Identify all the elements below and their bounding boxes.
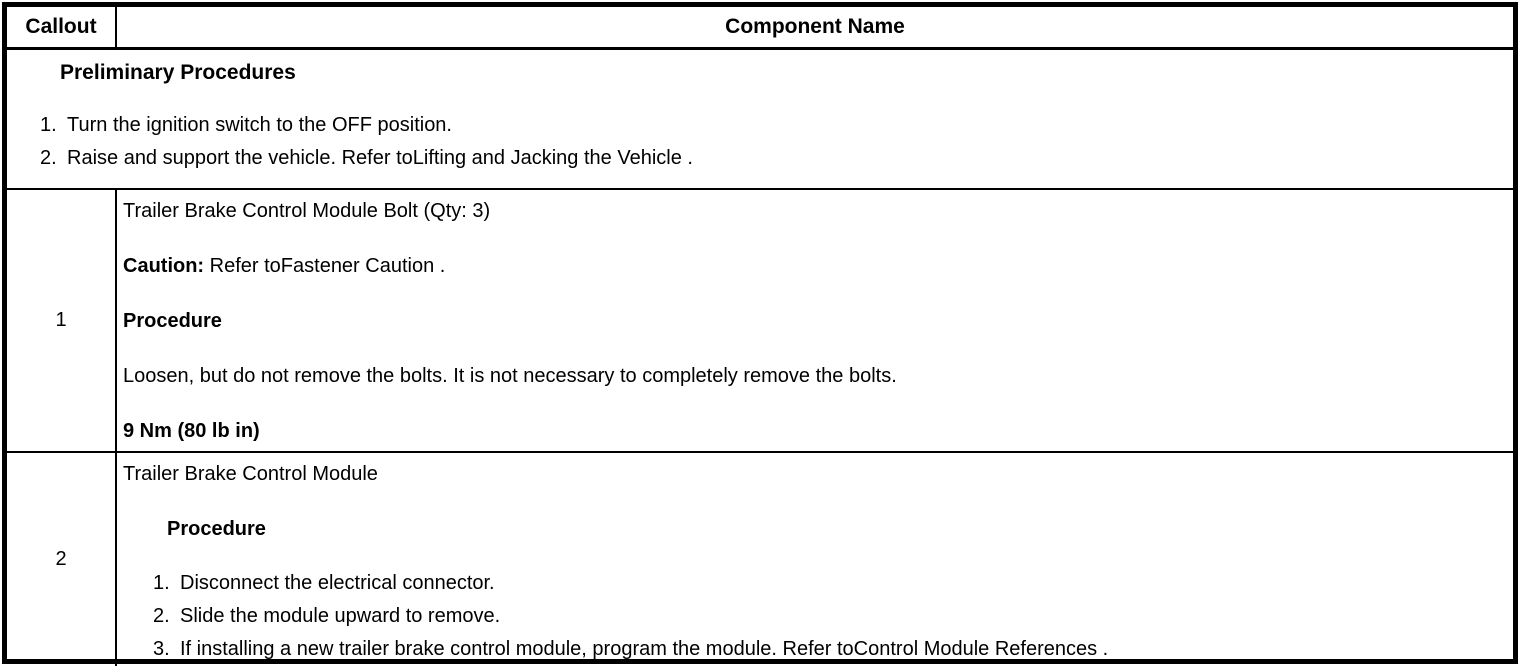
preliminary-step-2: 2. Raise and support the vehicle. Refer … [7, 142, 1513, 175]
step-number: 2. [40, 147, 57, 169]
procedure-step-1: 1. Disconnect the electrical connector. [123, 567, 1503, 600]
caution-label: Caution: [123, 255, 205, 277]
caution-reference-text: Refer toFastener Caution . [204, 255, 446, 277]
component-cell-2: Trailer Brake Control Module Procedure 1… [117, 453, 1513, 666]
preliminary-procedures-row: Preliminary Procedures 1. Turn the ignit… [7, 50, 1513, 190]
step-number: 2. [153, 605, 170, 627]
table-row-callout-2: 2 Trailer Brake Control Module Procedure… [7, 453, 1513, 666]
component-cell-1: Trailer Brake Control Module Bolt (Qty: … [117, 190, 1513, 451]
procedure-heading: Procedure [123, 310, 222, 332]
table-row-callout-1: 1 Trailer Brake Control Module Bolt (Qty… [7, 190, 1513, 453]
step-text: Slide the module upward to remove. [180, 605, 501, 627]
table-header-row: Callout Component Name [7, 7, 1513, 50]
step-text: If installing a new trailer brake contro… [180, 638, 1109, 660]
procedure-heading: Procedure [167, 518, 266, 540]
step-number: 1. [153, 572, 170, 594]
procedure-step-2: 2. Slide the module upward to remove. [123, 600, 1503, 633]
callout-number-1: 1 [7, 190, 117, 451]
step-text: Turn the ignition switch to the OFF posi… [67, 114, 452, 136]
caution-line: Caution: Refer toFastener Caution . [123, 255, 1503, 277]
component-name-text: Trailer Brake Control Module [123, 463, 378, 485]
callout-column-header: Callout [7, 7, 117, 47]
procedure-steps-list: 1. Disconnect the electrical connector. … [123, 567, 1503, 666]
component-name-text: Trailer Brake Control Module Bolt (Qty: … [123, 200, 491, 222]
step-text: Raise and support the vehicle. Refer toL… [67, 147, 693, 169]
preliminary-step-1: 1. Turn the ignition switch to the OFF p… [7, 109, 1513, 142]
step-text: Disconnect the electrical connector. [180, 572, 495, 594]
step-number: 3. [153, 638, 170, 660]
procedure-step-3: 3. If installing a new trailer brake con… [123, 633, 1503, 666]
preliminary-procedures-title: Preliminary Procedures [60, 61, 296, 84]
procedure-instruction-text: Loosen, but do not remove the bolts. It … [123, 365, 897, 387]
callout-number-2: 2 [7, 453, 117, 666]
component-name-column-header: Component Name [725, 15, 905, 38]
preliminary-steps-list: 1. Turn the ignition switch to the OFF p… [7, 109, 1513, 175]
torque-spec: 9 Nm (80 lb in) [123, 420, 260, 442]
step-number: 1. [40, 114, 57, 136]
